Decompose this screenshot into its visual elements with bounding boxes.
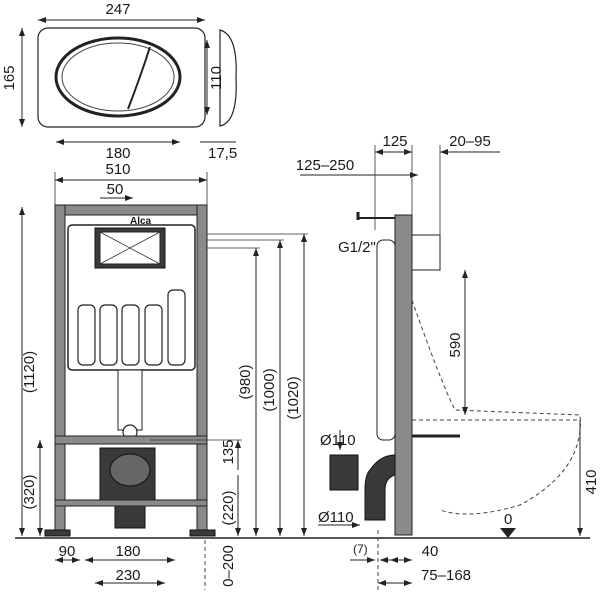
button-height-label: 110 <box>208 66 225 90</box>
height-980-label: (980) <box>237 364 254 399</box>
front-frame <box>44 172 216 537</box>
depth-125-label: 125 <box>382 133 407 150</box>
frame-width-label: 510 <box>105 161 130 178</box>
front-dimensions <box>15 207 590 590</box>
dist-40-label: 40 <box>422 543 439 560</box>
height-320-label: (320) <box>21 474 38 509</box>
bottom-90-label: 90 <box>59 543 76 560</box>
range-75-168-label: 75–168 <box>421 567 471 584</box>
offset-label: 50 <box>107 181 124 198</box>
height-1000-label: (1000) <box>261 368 278 411</box>
pipe-lower-label: Ø110 <box>318 509 354 526</box>
side-view <box>300 145 583 590</box>
height-590-label: 590 <box>447 332 464 357</box>
height-410-label: 410 <box>583 469 600 494</box>
button-width-label: 180 <box>105 145 130 162</box>
height-1020-label: (1020) <box>285 376 302 419</box>
range-20-95-label: 20–95 <box>449 133 491 150</box>
gap-7-label: (7) <box>353 542 368 556</box>
plate-height-label: 165 <box>1 65 18 90</box>
water-inlet-label: G1/2" <box>338 239 376 256</box>
brand-logo: Alca <box>130 216 152 227</box>
bottom-180-label: 180 <box>115 543 140 560</box>
pipe-upper-label: Ø110 <box>320 432 356 449</box>
bottom-230-label: 230 <box>115 567 140 584</box>
height-220-label: (220) <box>220 490 237 525</box>
range-125-250-label: 125–250 <box>296 157 354 174</box>
height-1120-label: (1120) <box>21 351 38 393</box>
adjust-range-label: 0–200 <box>220 545 237 587</box>
plate-width-label: 247 <box>105 1 130 18</box>
plate-depth-label: 17,5 <box>208 145 237 162</box>
flush-plate <box>19 17 237 145</box>
height-135-label: 135 <box>220 439 237 464</box>
floor-zero-label: 0 <box>504 511 512 528</box>
